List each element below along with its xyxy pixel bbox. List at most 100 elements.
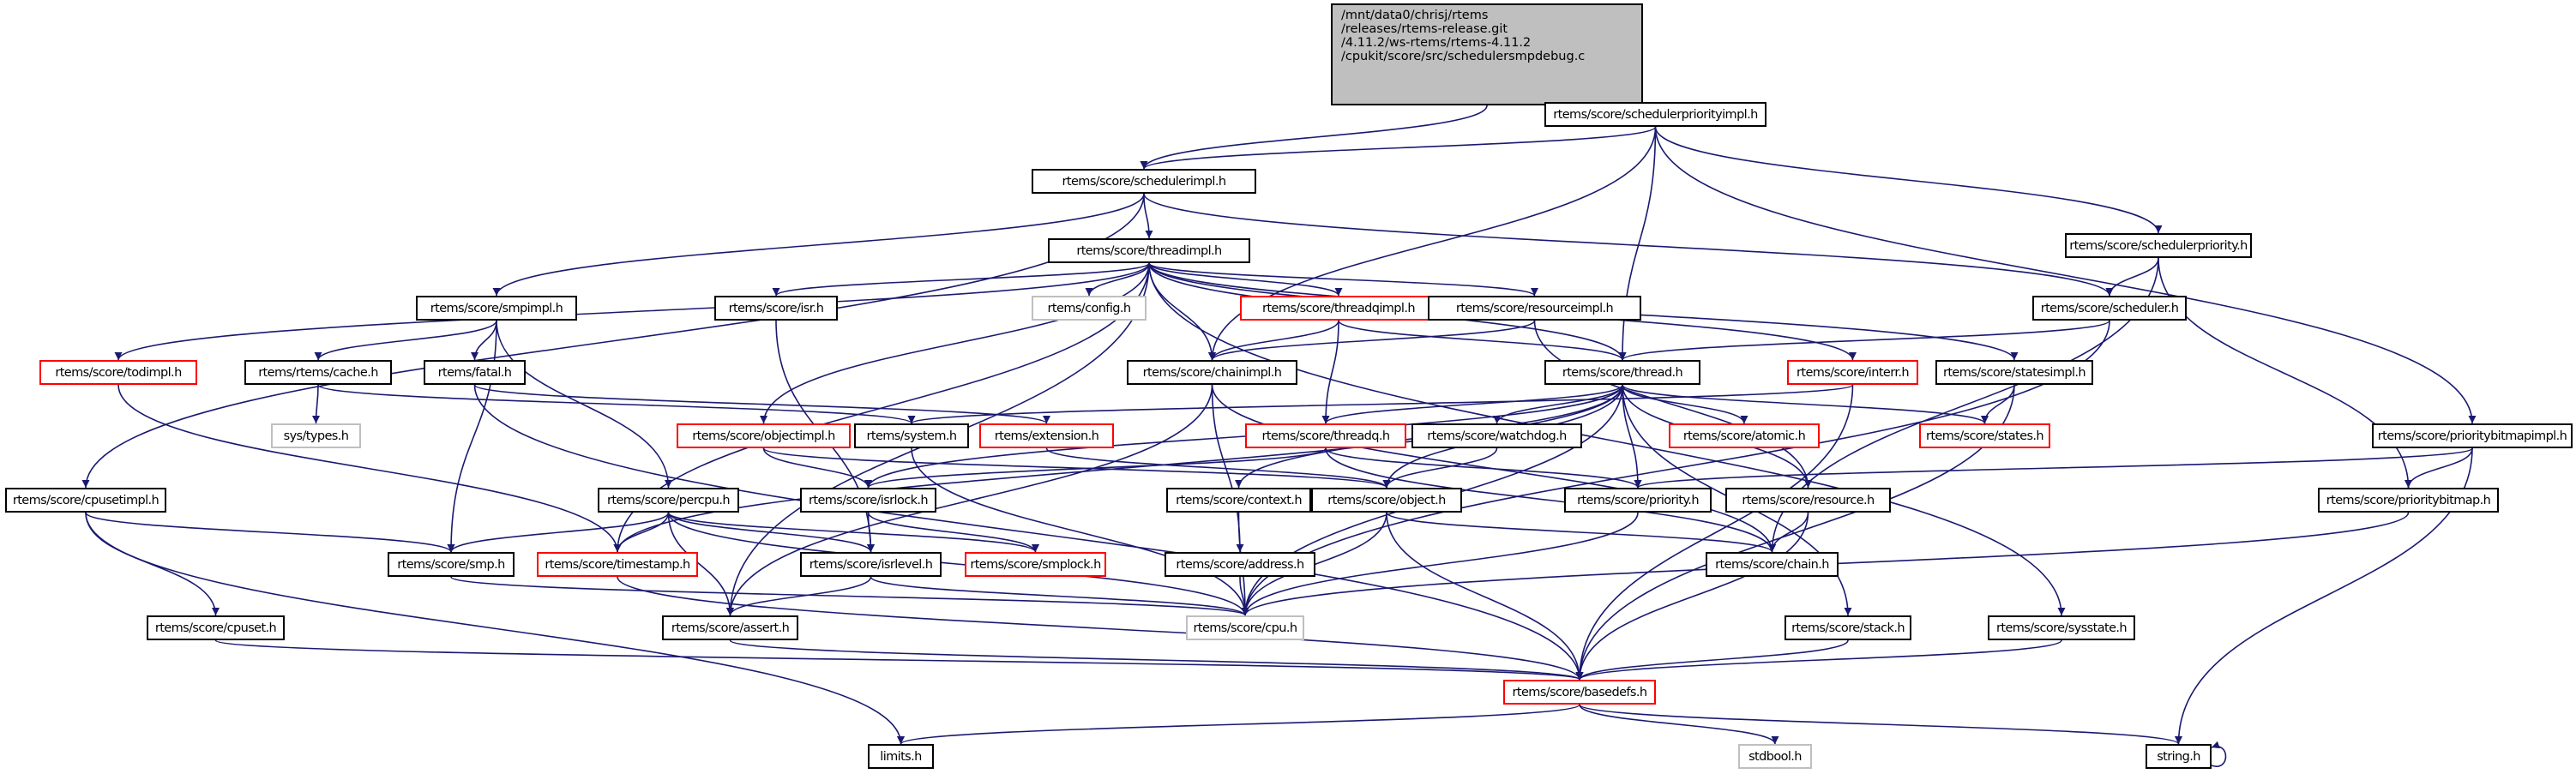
graph-node-statesimpl[interactable]: rtems/score/statesimpl.h <box>1935 360 2093 385</box>
graph-node-interr[interactable]: rtems/score/interr.h <box>1787 360 1918 385</box>
node-label: rtems/score/prioritybitmapimpl.h <box>2377 429 2567 443</box>
graph-node-stdbool[interactable]: stdbool.h <box>1738 744 1812 769</box>
edge-schedulerpriorityimpl-to-schedulerimpl <box>1140 126 1657 170</box>
graph-node-scheduler[interactable]: rtems/score/scheduler.h <box>2032 296 2187 321</box>
node-label: rtems/score/cpusetimpl.h <box>12 493 159 507</box>
graph-node-isrlevel[interactable]: rtems/score/isrlevel.h <box>800 552 942 577</box>
edge-system-to-cpu <box>911 447 1249 616</box>
graph-node-prioritybitmapimpl[interactable]: rtems/score/prioritybitmapimpl.h <box>2372 423 2573 448</box>
graph-node-object[interactable]: rtems/score/object.h <box>1311 488 1462 513</box>
node-label: rtems/score/object.h <box>1327 493 1446 507</box>
edge-threadq-to-priority <box>1325 447 1642 489</box>
graph-node-assert[interactable]: rtems/score/assert.h <box>662 615 798 640</box>
graph-node-priority[interactable]: rtems/score/priority.h <box>1564 488 1712 513</box>
edge-smpimpl-to-fatal <box>471 320 497 361</box>
edge-sysstate-to-basedefs <box>1575 639 2062 681</box>
graph-node-smpimpl[interactable]: rtems/score/smpimpl.h <box>416 296 577 321</box>
graph-node-resourceimpl[interactable]: rtems/score/resourceimpl.h <box>1428 296 1641 321</box>
node-label: rtems/score/todimpl.h <box>55 365 182 380</box>
graph-node-schedulerpriority[interactable]: rtems/score/schedulerpriority.h <box>2065 233 2252 258</box>
graph-node-cpusetimpl[interactable]: rtems/score/cpusetimpl.h <box>5 488 166 513</box>
node-label: rtems/extension.h <box>994 429 1099 443</box>
graph-node-cpuset[interactable]: rtems/score/cpuset.h <box>147 615 285 640</box>
graph-node-isr[interactable]: rtems/score/isr.h <box>714 296 838 321</box>
graph-node-percpu[interactable]: rtems/score/percpu.h <box>598 488 739 513</box>
edge-isrlevel-to-cpu <box>870 576 1249 616</box>
graph-node-chainimpl[interactable]: rtems/score/chainimpl.h <box>1127 360 1297 385</box>
graph-node-atomic[interactable]: rtems/score/atomic.h <box>1669 423 1820 448</box>
edge-schedulerpriority-to-scheduler <box>2105 257 2159 297</box>
node-label: rtems/config.h <box>1047 301 1132 315</box>
node-label: rtems/score/schedulerpriority.h <box>2069 238 2248 253</box>
edge-scheduler-to-thread <box>1618 320 2110 361</box>
edge-schedulerpriority-to-prioritybitmap <box>2158 257 2412 489</box>
edge-isrlock-to-smplock <box>867 512 1039 553</box>
edge-address-to-cpu <box>1239 576 1249 616</box>
graph-node-threadimpl[interactable]: rtems/score/threadimpl.h <box>1048 238 1250 263</box>
graph-node-schedulerpriorityimpl[interactable]: rtems/score/schedulerpriorityimpl.h <box>1544 102 1766 127</box>
graph-node-stack[interactable]: rtems/score/stack.h <box>1785 615 1911 640</box>
graph-node-system[interactable]: rtems/system.h <box>854 423 969 448</box>
graph-node-address[interactable]: rtems/score/address.h <box>1165 552 1315 577</box>
graph-node-threadq[interactable]: rtems/score/threadq.h <box>1245 423 1406 448</box>
graph-node-prioritybitmap[interactable]: rtems/score/prioritybitmap.h <box>2318 488 2499 513</box>
edge-thread-to-priority <box>1622 384 1642 489</box>
node-label: rtems/score/context.h <box>1176 493 1302 507</box>
graph-node-timestamp[interactable]: rtems/score/timestamp.h <box>537 552 698 577</box>
graph-node-schedulerimpl[interactable]: rtems/score/schedulerimpl.h <box>1032 169 1256 194</box>
graph-node-cpu[interactable]: rtems/score/cpu.h <box>1186 615 1304 640</box>
node-label: rtems/score/prioritybitmap.h <box>2326 493 2491 507</box>
node-label: rtems/score/smpimpl.h <box>430 301 563 315</box>
edge-interr-to-system <box>907 384 1854 424</box>
graph-node-sysstate[interactable]: rtems/score/sysstate.h <box>1988 615 2135 640</box>
graph-node-cache[interactable]: rtems/rtems/cache.h <box>244 360 392 385</box>
node-label-line: /mnt/data0/chrisj/rtems <box>1341 9 1489 22</box>
graph-node-objectimpl[interactable]: rtems/score/objectimpl.h <box>677 423 851 448</box>
node-label: rtems/score/isrlock.h <box>809 493 929 507</box>
edge-threadimpl-to-resourceimpl <box>1148 262 1538 297</box>
graph-node-states[interactable]: rtems/score/states.h <box>1919 423 2050 448</box>
node-label: rtems/score/stack.h <box>1791 621 1905 635</box>
graph-node-extension[interactable]: rtems/extension.h <box>979 423 1114 448</box>
node-label: rtems/score/threadq.h <box>1261 429 1391 443</box>
graph-node-basedefs[interactable]: rtems/score/basedefs.h <box>1503 680 1656 705</box>
edge-cpusetimpl-to-smp <box>85 512 455 553</box>
node-label: rtems/score/scheduler.h <box>2040 301 2179 315</box>
edge-schedulerimpl-to-threadimpl <box>1143 193 1153 239</box>
graph-node-isrlock[interactable]: rtems/score/isrlock.h <box>800 488 936 513</box>
edge-percpu-to-smp <box>447 512 670 553</box>
graph-node-limits[interactable]: limits.h <box>868 744 934 769</box>
node-label: rtems/score/watchdog.h <box>1427 429 1567 443</box>
node-label: rtems/score/percpu.h <box>607 493 731 507</box>
edge-threadimpl-to-todimpl <box>114 262 1150 361</box>
graph-node-context[interactable]: rtems/score/context.h <box>1166 488 1311 513</box>
graph-node-fatal[interactable]: rtems/fatal.h <box>424 360 526 385</box>
node-label: rtems/rtems/cache.h <box>258 365 378 380</box>
edge-threadqimpl-to-thread <box>1338 320 1627 361</box>
edge-chainimpl-to-assert <box>726 384 1213 616</box>
edge-resourceimpl-to-resource <box>1533 320 1812 489</box>
node-label: rtems/score/schedulerimpl.h <box>1062 174 1227 189</box>
graph-node-config[interactable]: rtems/config.h <box>1032 296 1147 321</box>
edge-extension-to-object <box>1045 447 1391 489</box>
edge-schedulerimpl-to-scheduler <box>1143 193 2114 297</box>
node-label: rtems/score/assert.h <box>671 621 790 635</box>
graph-node-systypes[interactable]: sys/types.h <box>271 423 361 448</box>
graph-node-string[interactable]: string.h <box>2146 744 2212 769</box>
graph-node-threadqimpl[interactable]: rtems/score/threadqimpl.h <box>1240 296 1437 321</box>
graph-node-smp[interactable]: rtems/score/smp.h <box>388 552 515 577</box>
edge-schedulerpriorityimpl-to-schedulerpriority <box>1654 126 2163 234</box>
node-label: rtems/score/isrlevel.h <box>809 557 933 572</box>
graph-node-resource[interactable]: rtems/score/resource.h <box>1725 488 1891 513</box>
edge-fatal-to-basedefs <box>473 384 1584 681</box>
graph-node-thread[interactable]: rtems/score/thread.h <box>1544 360 1700 385</box>
node-label: rtems/score/resource.h <box>1742 493 1875 507</box>
node-label: rtems/score/address.h <box>1176 557 1304 572</box>
edge-object-to-cpu <box>1241 512 1387 616</box>
graph-node-todimpl[interactable]: rtems/score/todimpl.h <box>39 360 197 385</box>
graph-node-watchdog[interactable]: rtems/score/watchdog.h <box>1411 423 1582 448</box>
node-label: rtems/score/isr.h <box>728 301 824 315</box>
graph-node-chain[interactable]: rtems/score/chain.h <box>1706 552 1839 577</box>
graph-node-smplock[interactable]: rtems/score/smplock.h <box>965 552 1106 577</box>
graph-node-root[interactable]: /mnt/data0/chrisj/rtems/releases/rtems-r… <box>1331 3 1643 105</box>
